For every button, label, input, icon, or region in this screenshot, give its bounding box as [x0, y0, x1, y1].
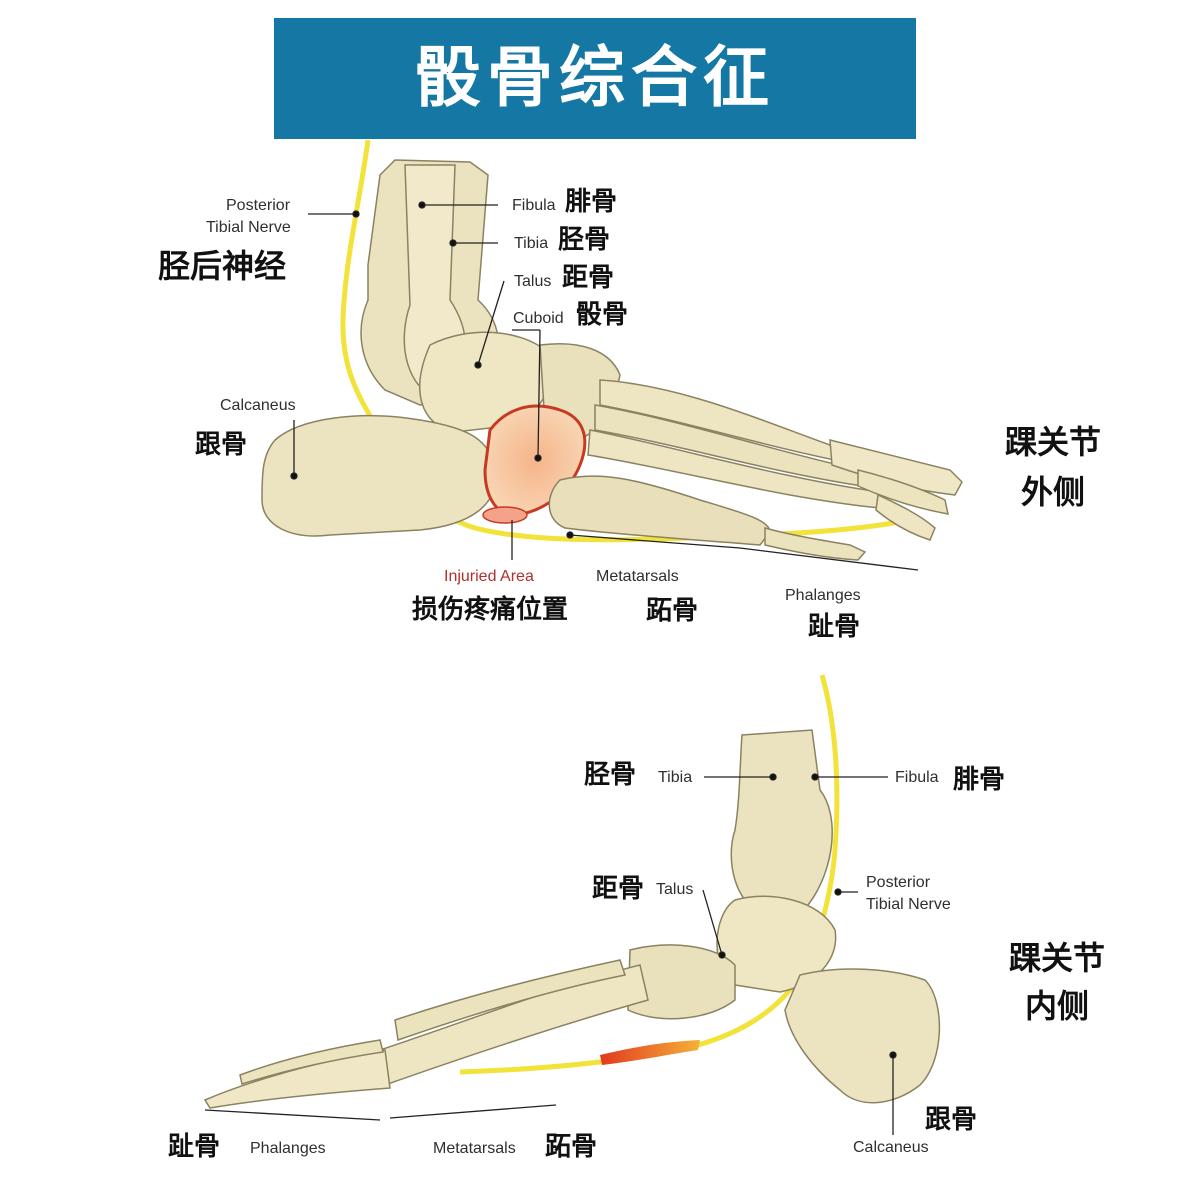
lateral-talus-en: Talus [514, 273, 552, 290]
medial-navicular-bone [627, 944, 736, 1020]
lateral-nerve-en-line2: Tibial Nerve [206, 219, 291, 236]
medial-fibula-cn: 腓骨 [953, 765, 1006, 795]
lateral-calcaneus-bone [261, 415, 497, 537]
lateral-phalanges-5 [764, 527, 867, 561]
lateral-injured-en: Injuried Area [444, 568, 534, 585]
lateral-phalanges-cn: 趾骨 [808, 612, 861, 642]
medial-tibia-en: Tibia [658, 769, 693, 786]
medial-phalanges [203, 1049, 391, 1109]
medial-metatarsals-en: Metatarsals [433, 1140, 516, 1157]
medial-leader-lines [204, 773, 897, 1135]
medial-fibula-en: Fibula [895, 769, 939, 786]
lateral-fibula-cn: 腓骨 [565, 187, 618, 217]
medial-phalanges-cn: 趾骨 [168, 1132, 221, 1162]
medial-injury-marker [600, 1040, 700, 1065]
medial-metatarsal-1 [379, 964, 649, 1087]
medial-phalanges-en: Phalanges [250, 1140, 326, 1157]
lateral-injured-cn: 损伤疼痛位置 [412, 595, 569, 625]
lateral-nerve-cn: 胫后神经 [158, 247, 287, 285]
medial-side-label-line2: 内侧 [1024, 987, 1089, 1025]
lateral-nerve-en-line1: Posterior [226, 197, 291, 214]
medial-calcaneus-cn: 跟骨 [925, 1105, 978, 1135]
medial-tibia-cn: 胫骨 [584, 760, 637, 790]
lateral-fibula-en: Fibula [512, 197, 556, 214]
lateral-foot-illustration [261, 139, 963, 561]
medial-foot-illustration [203, 674, 941, 1109]
medial-nerve-en-line2: Tibial Nerve [866, 896, 951, 913]
lateral-metatarsals-cn: 跖骨 [646, 596, 699, 626]
medial-talus-en: Talus [656, 881, 694, 898]
lateral-tibia-cn: 胫骨 [558, 225, 611, 255]
medial-metatarsal-2 [394, 959, 626, 1042]
medial-talus-cn: 距骨 [592, 874, 645, 904]
lateral-calcaneus-cn: 跟骨 [195, 430, 248, 460]
lateral-side-label-line1: 踝关节 [1004, 423, 1101, 461]
medial-calcaneus-en: Calcaneus [853, 1139, 929, 1156]
lateral-injury-marker [482, 506, 528, 524]
lateral-metatarsals-en: Metatarsals [596, 568, 679, 585]
lateral-calcaneus-en: Calcaneus [220, 397, 296, 414]
lateral-phalanges-en: Phalanges [785, 587, 861, 604]
lateral-cuboid-en: Cuboid [513, 310, 564, 327]
lateral-tibia-en: Tibia [514, 235, 549, 252]
medial-tibia-bone [730, 729, 833, 916]
lateral-metatarsal-5 [548, 475, 771, 546]
medial-calcaneus-bone [784, 968, 941, 1104]
lateral-cuboid-cn: 骰骨 [576, 300, 629, 330]
lateral-leader-lines [290, 201, 919, 571]
lateral-phalanges-3 [875, 493, 936, 541]
medial-nerve-en-line1: Posterior [866, 874, 931, 891]
lateral-side-label-line2: 外侧 [1020, 473, 1085, 511]
medial-phalanges-2 [239, 1039, 384, 1085]
title-banner: 骰骨综合征 [274, 18, 916, 139]
lateral-talus-cn: 距骨 [562, 263, 615, 293]
medial-metatarsals-cn: 跖骨 [545, 1132, 598, 1162]
medial-side-label-line1: 踝关节 [1008, 939, 1105, 977]
page-title: 骰骨综合征 [415, 39, 775, 116]
